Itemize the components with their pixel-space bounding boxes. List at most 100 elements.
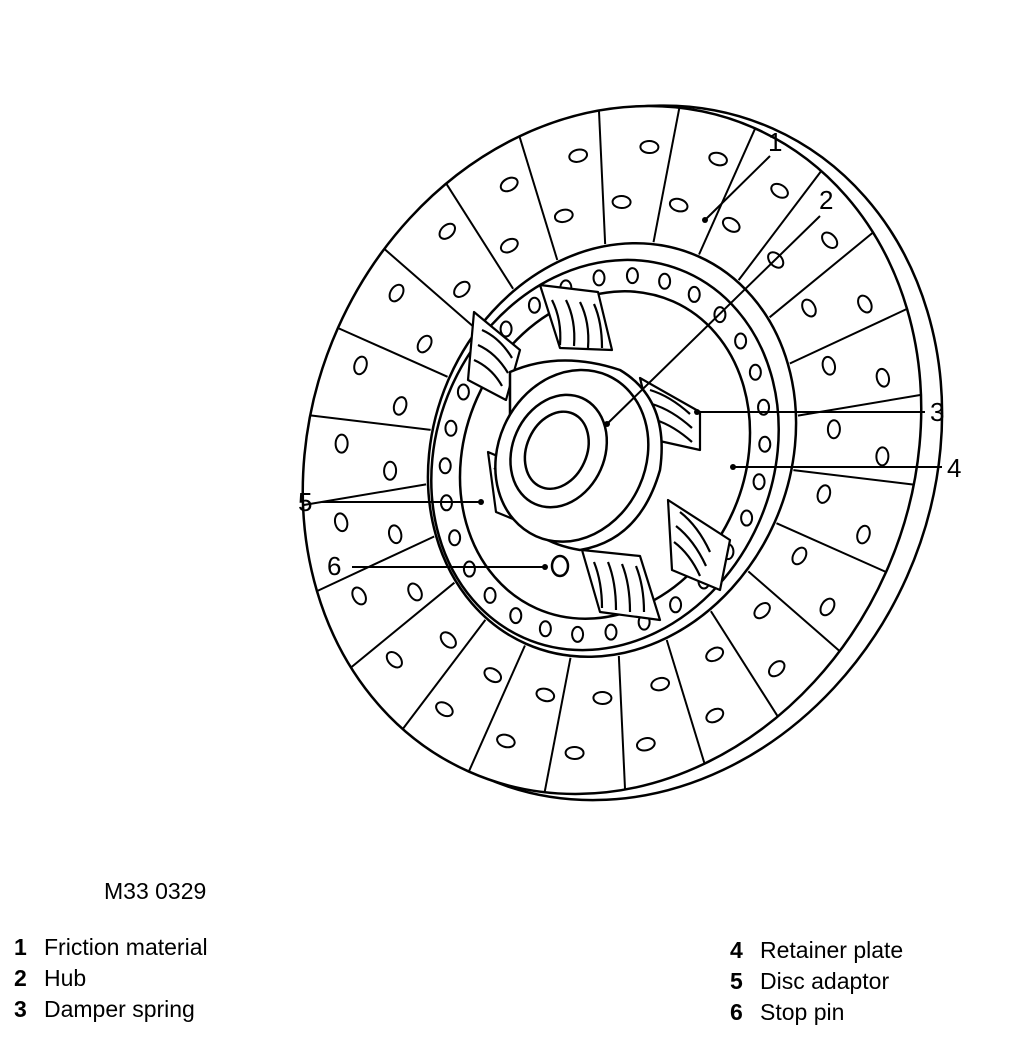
- retainer-rivet-hole: [483, 586, 497, 604]
- legend-number: 2: [14, 965, 27, 991]
- pad-rivet-hole: [351, 586, 367, 606]
- pad-rivet-hole: [875, 446, 890, 467]
- leader-dots: [478, 217, 736, 570]
- pad-divider: [665, 639, 706, 764]
- legend-number: 4: [730, 937, 743, 963]
- pad-rivet-hole: [453, 280, 471, 298]
- legend-number: 1: [14, 934, 27, 960]
- retainer-rivet-hole: [757, 398, 771, 416]
- leader-lines: [322, 155, 942, 568]
- leader-line-2: [606, 215, 821, 425]
- retainer-rivet-hole: [538, 620, 552, 638]
- pad-rivet-hole: [650, 676, 671, 692]
- pad-divider: [698, 128, 757, 255]
- legend-item: 4 Retainer plate: [730, 935, 903, 966]
- legend-label: Friction material: [44, 934, 208, 960]
- pad-rivet-hole: [388, 283, 405, 303]
- pad-divider: [768, 231, 874, 319]
- pad-divider: [401, 619, 487, 730]
- damper-spring-left: [466, 310, 522, 402]
- pad-rivet-hole: [768, 660, 786, 678]
- damper-spring-bottom: [580, 548, 662, 622]
- pad-rivet-hole: [438, 222, 456, 240]
- retainer-rivet-hole: [740, 509, 754, 527]
- pad-rivet-hole: [708, 151, 728, 167]
- callout-3: 3: [930, 397, 944, 427]
- pad-divider: [337, 327, 448, 378]
- pad-rivet-hole: [564, 745, 585, 760]
- pad-rivet-hole: [568, 148, 589, 163]
- pad-rivet-hole: [753, 602, 771, 620]
- damper-spring-lower-right: [666, 498, 732, 592]
- retainer-rivet-hole: [658, 272, 672, 290]
- pad-divider: [310, 414, 431, 431]
- pad-divider: [543, 657, 572, 793]
- retainer-rivet-hole: [669, 596, 683, 614]
- damper-springs: [466, 283, 732, 622]
- legend-number: 5: [730, 968, 743, 994]
- retainer-rivet-hole: [462, 560, 476, 578]
- pad-rivet-hole: [435, 701, 454, 718]
- pad-divider: [350, 581, 456, 669]
- legend-label: Hub: [44, 965, 87, 991]
- legend-item: 3 Damper spring: [14, 994, 208, 1025]
- pad-divider: [518, 136, 559, 261]
- retainer-rivet-hole: [752, 473, 766, 491]
- pad-rivet-hole: [592, 690, 613, 705]
- pad-divider: [652, 107, 681, 243]
- retainer-rivet-hole: [592, 269, 606, 287]
- legend-label: Retainer plate: [760, 937, 904, 963]
- pad-rivet-hole: [387, 524, 403, 545]
- callout-4: 4: [947, 453, 961, 483]
- legend-number: 3: [14, 996, 27, 1022]
- figure-reference: M33 0329: [104, 878, 207, 904]
- pad-rivet-hole: [875, 367, 891, 388]
- pad-rivet-hole: [826, 419, 841, 440]
- retainer-rivet-hole: [687, 285, 701, 303]
- pad-divider: [316, 535, 435, 593]
- retainer-rivet-hole: [444, 419, 458, 437]
- retainer-rivet-hole: [571, 625, 585, 643]
- legend-label: Damper spring: [44, 996, 195, 1022]
- pad-rivet-hole: [353, 355, 368, 376]
- pad-rivet-hole: [392, 396, 408, 416]
- pad-rivet-hole: [499, 176, 519, 193]
- retainer-rivet-hole: [604, 623, 618, 641]
- callout-6: 6: [327, 551, 341, 581]
- pad-rivet-hole: [770, 182, 789, 199]
- pad-rivet-hole: [407, 582, 423, 602]
- pad-divider: [445, 183, 514, 290]
- pad-divider: [467, 645, 526, 772]
- pad-divider: [747, 570, 841, 652]
- pad-divider: [793, 469, 914, 486]
- retainer-rivet-hole: [527, 296, 541, 314]
- pad-rivet-hole: [705, 646, 725, 663]
- pad-rivet-hole: [439, 631, 457, 649]
- friction-pad-dividers: [302, 107, 922, 793]
- pad-rivet-hole: [635, 737, 656, 752]
- pad-rivet-hole: [705, 707, 725, 724]
- pad-rivet-hole: [821, 355, 837, 376]
- damper-spring-top: [538, 283, 614, 352]
- callout-1: 1: [768, 127, 782, 157]
- retainer-rivet-hole: [499, 320, 513, 338]
- retainer-rivet-hole: [625, 267, 639, 285]
- pad-divider: [737, 170, 823, 281]
- callout-2: 2: [819, 185, 833, 215]
- pad-rivet-hole: [816, 484, 832, 504]
- pad-rivet-hole: [639, 140, 660, 155]
- pad-rivet-hole: [416, 334, 433, 354]
- pad-rivet-hole: [553, 208, 574, 224]
- retainer-rivet-hole: [748, 363, 762, 381]
- pad-rivet-hole: [668, 197, 689, 213]
- pad-rivet-hole: [499, 237, 519, 254]
- pad-rivet-hole: [819, 597, 836, 617]
- retainer-rivet-hole: [758, 435, 772, 453]
- pad-rivet-hole: [496, 733, 516, 749]
- leader-line-1: [704, 155, 771, 221]
- pad-rivet-hole: [801, 298, 817, 318]
- pad-divider: [710, 610, 779, 717]
